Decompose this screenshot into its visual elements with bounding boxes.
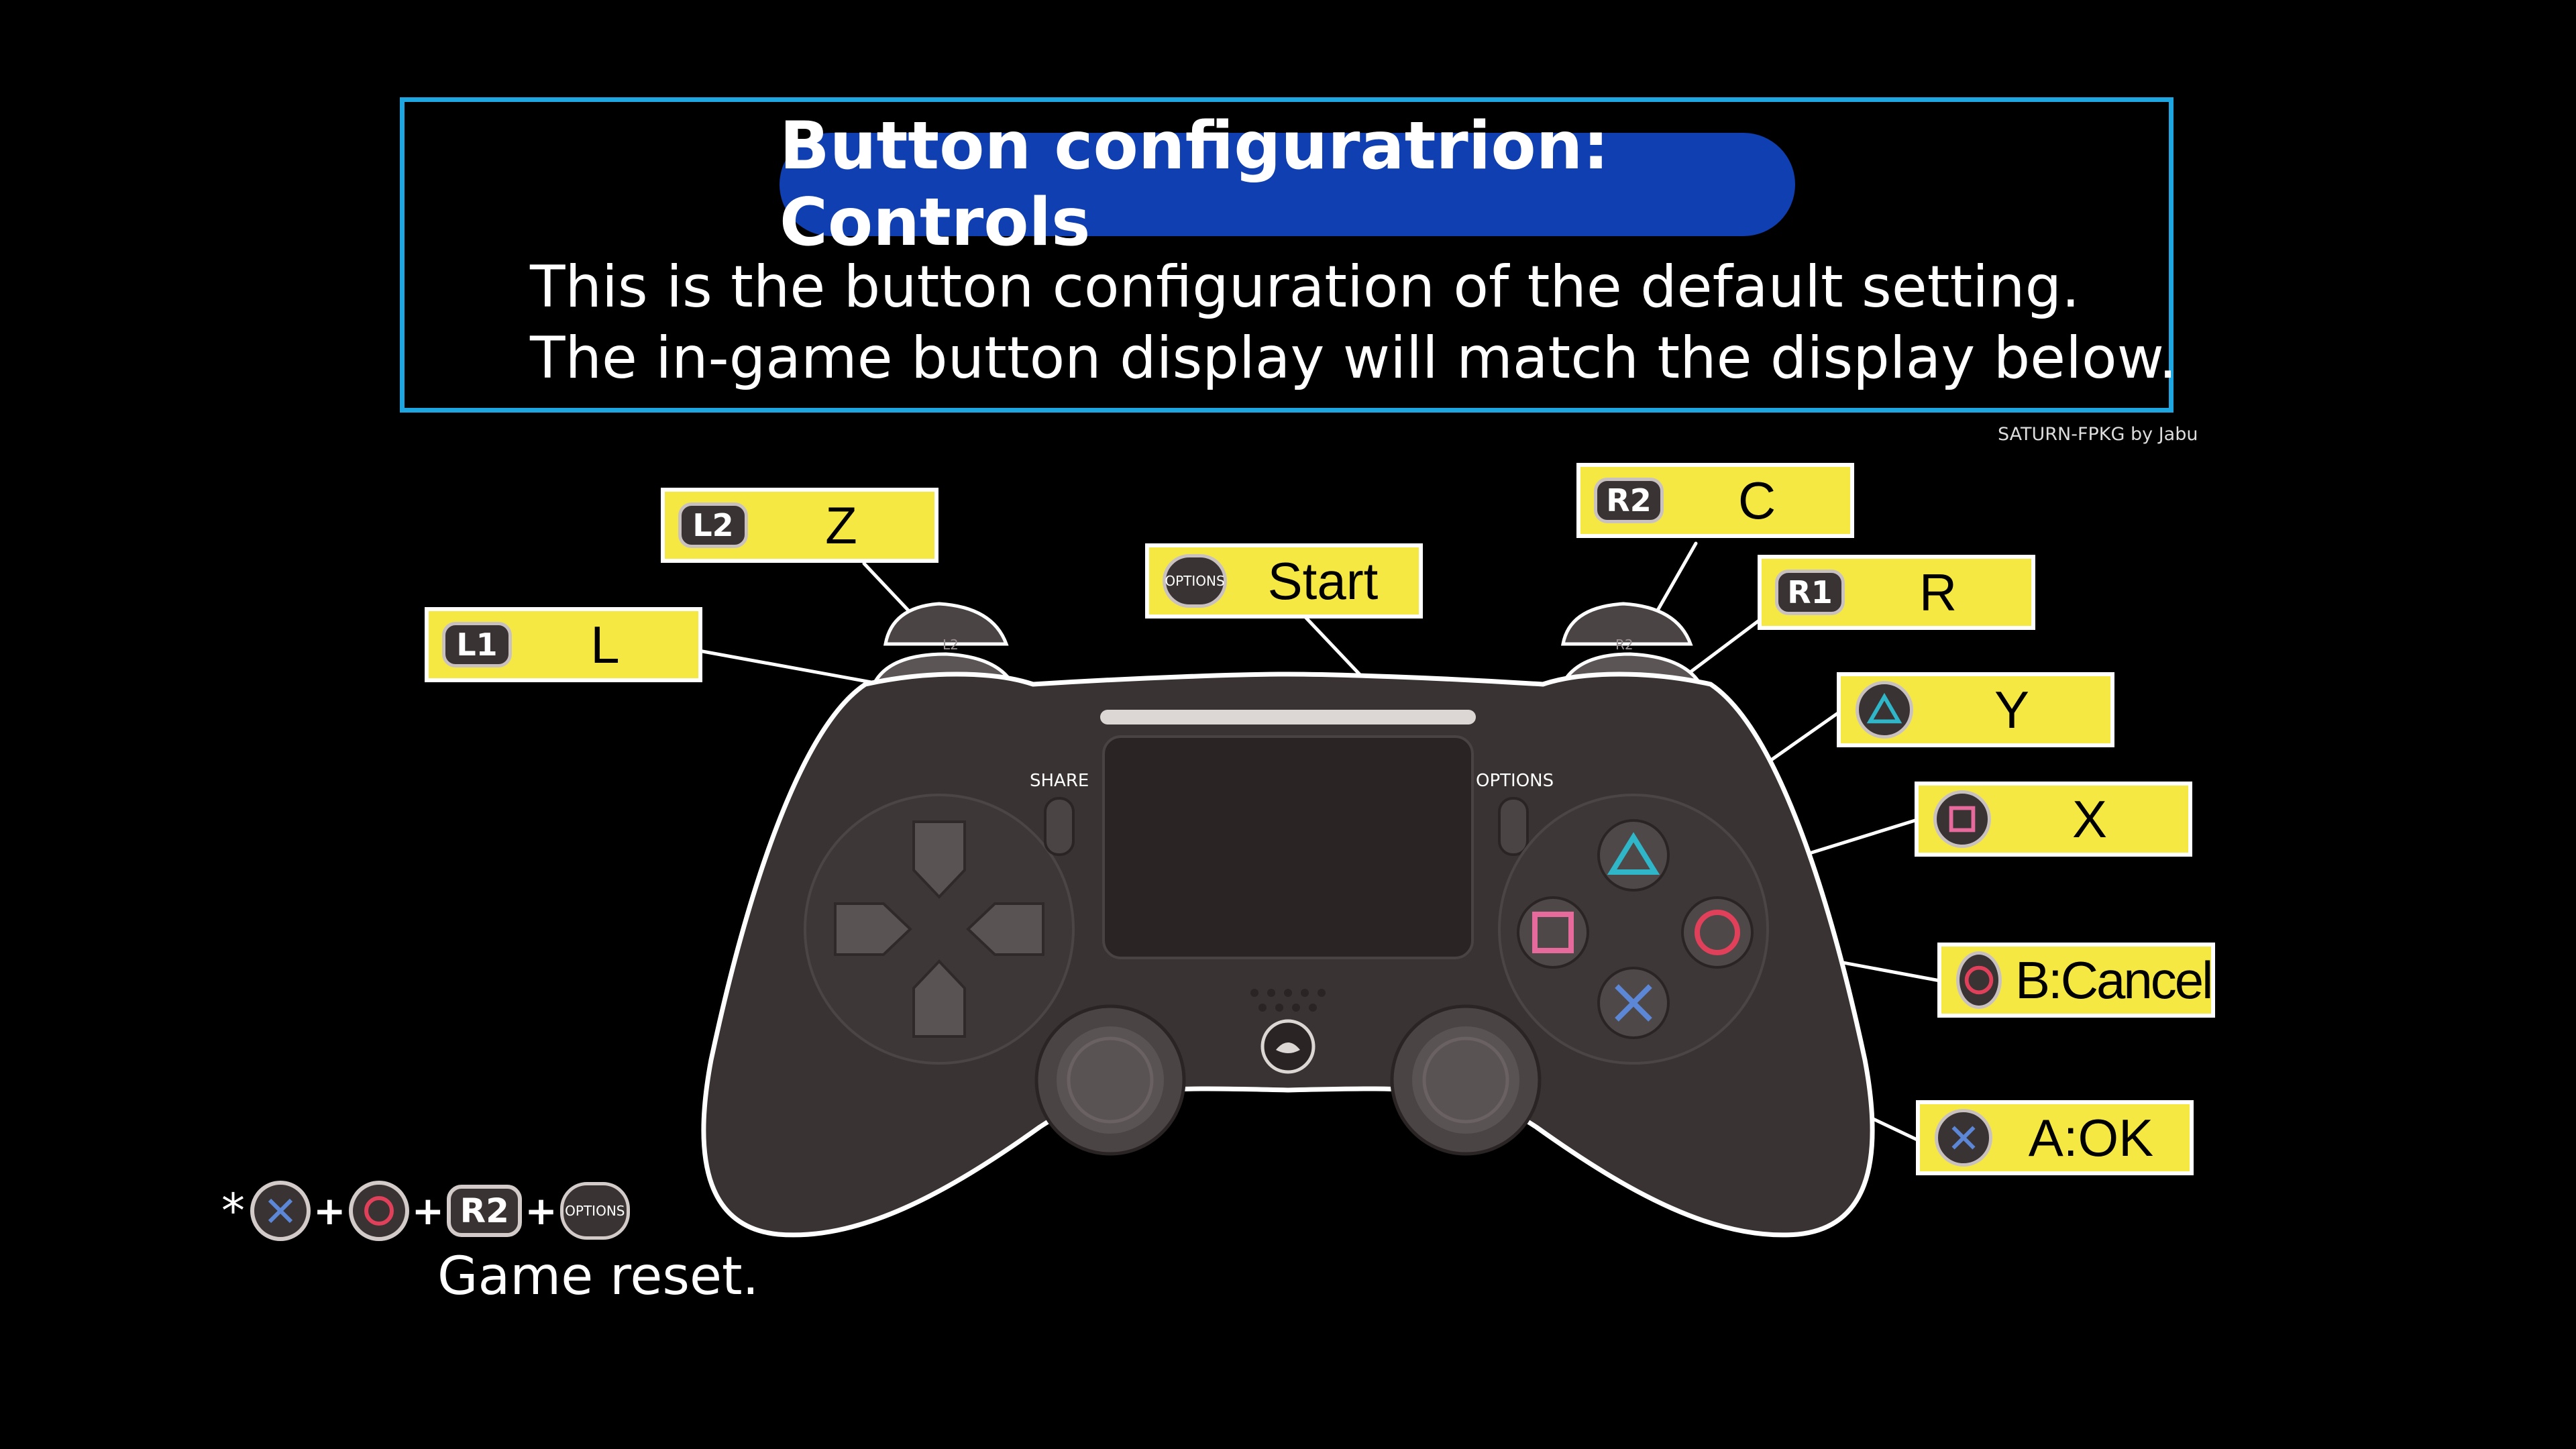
combo-circle-icon: [348, 1181, 409, 1241]
label-square: X: [1915, 782, 2192, 857]
label-options: OPTIONS Start: [1145, 543, 1423, 619]
touchpad: [1102, 735, 1474, 959]
l1-mapping: L: [590, 614, 620, 674]
r2-mapping: C: [1737, 470, 1776, 530]
l2-trigger: [883, 602, 1009, 646]
header-frame: [400, 97, 2174, 413]
game-reset-text: Game reset.: [437, 1246, 759, 1307]
combo-options-icon: OPTIONS: [559, 1182, 630, 1240]
face-button-area: [1498, 794, 1769, 1065]
label-circle: B:Cancel: [1937, 943, 2215, 1018]
left-stick: [1034, 1004, 1186, 1156]
dpad: [834, 820, 1044, 1038]
cross-icon: [1935, 1109, 1992, 1167]
r1-mapping: R: [1919, 562, 1957, 622]
triangle-icon: [1856, 681, 1913, 739]
label-l1: L1 L: [425, 607, 702, 682]
description-line-1: This is the button configuration of the …: [530, 254, 2080, 321]
label-cross: A:OK: [1916, 1100, 2194, 1175]
speaker-grille: [1250, 989, 1326, 1012]
reset-combo: * + + R2 + OPTIONS: [221, 1181, 630, 1241]
l2-trigger-text: L2: [943, 637, 959, 653]
triangle-mapping: Y: [1994, 680, 2030, 739]
square-icon: [1933, 790, 1991, 848]
label-r2: R2 C: [1576, 463, 1854, 538]
asterisk: *: [221, 1183, 245, 1238]
l2-mapping: Z: [825, 495, 857, 555]
l2-icon: L2: [678, 502, 748, 548]
cross-mapping: A:OK: [2028, 1108, 2154, 1167]
l1-icon: L1: [442, 622, 512, 667]
r2-icon: R2: [1594, 478, 1664, 523]
options-button: [1498, 797, 1529, 856]
plus-sign: +: [525, 1188, 557, 1234]
dpad-area: [804, 794, 1075, 1065]
r1-icon: R1: [1775, 570, 1845, 615]
share-label: SHARE: [1030, 771, 1089, 791]
label-r1: R1 R: [1758, 555, 2035, 630]
cross-button: [1597, 967, 1670, 1039]
label-triangle: Y: [1837, 672, 2114, 747]
square-button: [1517, 896, 1589, 969]
plus-sign: +: [411, 1188, 445, 1234]
r2-trigger: [1561, 602, 1693, 646]
combo-r2-icon: R2: [447, 1185, 523, 1237]
r2-trigger-text: R2: [1615, 637, 1633, 653]
label-l2: L2 Z: [661, 488, 938, 563]
credit-text: SATURN-FPKG by Jabu: [1998, 424, 2198, 445]
options-label: OPTIONS: [1476, 771, 1554, 791]
triangle-button: [1597, 819, 1670, 892]
square-mapping: X: [2072, 789, 2108, 849]
plus-sign: +: [313, 1188, 346, 1234]
options-mapping: Start: [1267, 551, 1379, 610]
description-line-2: The in-game button display will match th…: [530, 325, 2178, 392]
circle-button: [1681, 896, 1754, 969]
right-stick: [1390, 1004, 1542, 1156]
circle-mapping: B:Cancel: [2015, 950, 2213, 1010]
combo-cross-icon: [250, 1181, 311, 1241]
ps-button: [1260, 1019, 1316, 1074]
share-button: [1044, 797, 1075, 856]
circle-icon: [1956, 951, 2002, 1009]
options-icon: OPTIONS: [1163, 554, 1227, 608]
light-bar: [1100, 710, 1476, 724]
